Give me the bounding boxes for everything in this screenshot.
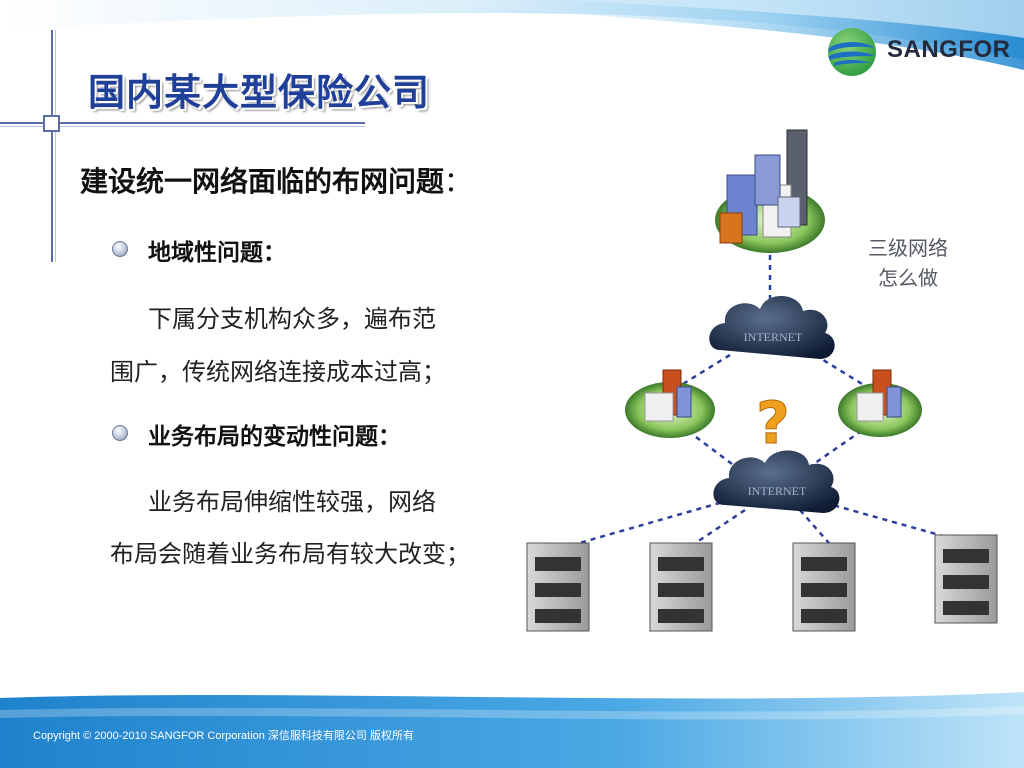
bullet-body-line: 围广，传统网络连接成本过高； <box>110 358 446 386</box>
server-icon <box>792 542 856 632</box>
server-icon <box>934 534 998 624</box>
internet-cloud-icon: INTERNET <box>709 296 835 359</box>
slide-subheading: 建设统一网络面临的布网问题： <box>80 160 472 200</box>
server-icon <box>649 542 713 632</box>
bullet-body-line: 布局会随着业务布局有较大改变； <box>110 540 470 568</box>
internet-cloud-icon: INTERNET <box>713 450 840 513</box>
branch-building-icon <box>625 369 715 438</box>
question-mark-icon: ? <box>756 389 790 457</box>
bullet-body-line: 下属分支机构众多，遍布范 <box>148 305 436 333</box>
guide-line-vertical <box>51 30 53 262</box>
sangfor-logo <box>828 28 876 76</box>
svg-text:INTERNET: INTERNET <box>744 330 803 344</box>
bullet-icon <box>112 241 128 257</box>
bullet-label-regional: 地域性问题： <box>148 239 286 266</box>
bullet-label-business-layout: 业务布局的变动性问题： <box>148 423 401 450</box>
svg-text:INTERNET: INTERNET <box>748 484 807 498</box>
guide-line-vertical-light <box>55 30 56 262</box>
side-note-line: 三级网络 <box>868 236 948 260</box>
server-icon <box>526 542 590 632</box>
slide-title: 国内某大型保险公司 <box>88 71 430 114</box>
guide-corner-square <box>43 115 60 132</box>
guide-line-horizontal <box>0 122 365 124</box>
side-note: 三级网络怎么做 <box>868 233 948 293</box>
hq-building-icon <box>715 129 825 253</box>
guide-line-horizontal-light <box>0 126 365 127</box>
bullet-body-line: 业务布局伸缩性较强，网络 <box>148 488 436 516</box>
footer-copyright: Copyright © 2000-2010 SANGFOR Corporatio… <box>33 730 414 742</box>
network-diagram: INTERNET ? INTERNET <box>526 129 998 632</box>
bullet-icon <box>112 425 128 441</box>
branch-building-icon <box>838 369 922 437</box>
subheading-text: 建设统一网络面临的布网问题 <box>80 165 445 198</box>
side-note-line: 怎么做 <box>878 266 938 290</box>
logo-text: SANGFOR <box>887 36 1011 63</box>
header-swoosh <box>0 0 1024 70</box>
footer-band <box>0 692 1024 768</box>
subheading-colon: ： <box>444 165 473 198</box>
